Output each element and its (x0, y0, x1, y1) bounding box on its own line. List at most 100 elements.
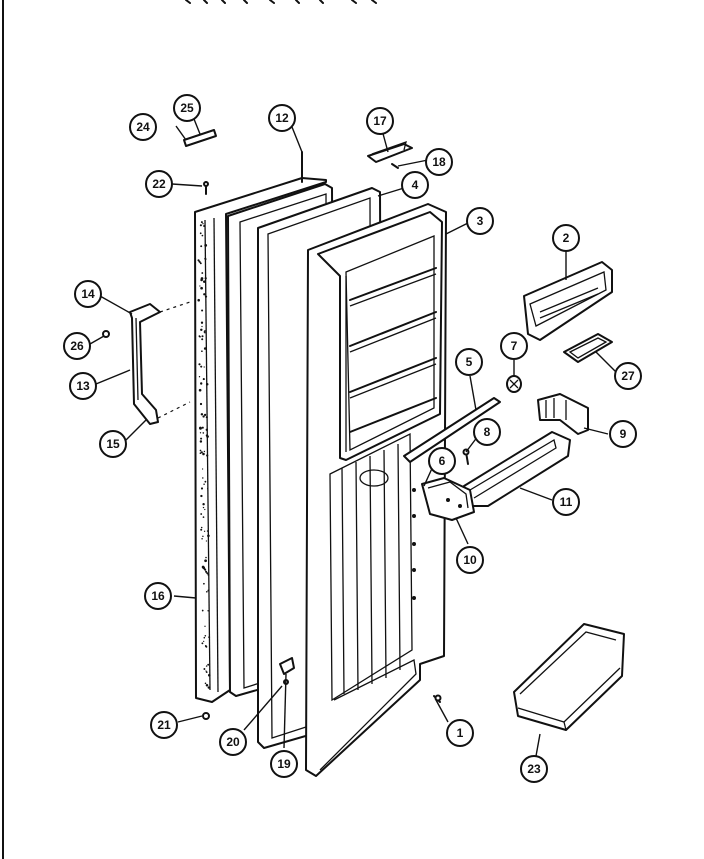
callout-label: 23 (527, 762, 541, 776)
speckle-dot (200, 382, 203, 385)
speckle-dot (199, 285, 201, 287)
speckle-dot (202, 432, 205, 434)
callout-6: 6 (428, 447, 456, 475)
speckle-dot (203, 225, 206, 227)
callout-12: 12 (268, 104, 296, 132)
callout-label: 27 (621, 369, 635, 383)
speckle-dot (205, 570, 208, 573)
speckle-dot (204, 635, 207, 637)
door-stop (279, 657, 295, 675)
callout-label: 26 (70, 339, 84, 353)
speckle-dot (199, 452, 202, 455)
speckle-dot (204, 258, 207, 261)
top-hinge-cover (367, 140, 413, 163)
callout-9: 9 (609, 420, 637, 448)
speckle-dot (207, 589, 210, 592)
callout-27: 27 (614, 362, 642, 390)
speckle-dot (203, 280, 206, 283)
callout-label: 25 (180, 101, 194, 115)
door-handle (129, 301, 191, 425)
speckle-dot (203, 450, 206, 453)
trim-strip (183, 129, 217, 147)
speckle-dot (200, 526, 203, 529)
speckle-dot (204, 332, 206, 334)
speckle-dot (200, 413, 204, 416)
callout-15: 15 (99, 430, 127, 458)
speckle-dot (201, 538, 203, 540)
callout-4: 4 (401, 171, 429, 199)
speckle-dot (208, 636, 211, 639)
speckle-dot (206, 572, 209, 575)
callout-2: 2 (552, 224, 580, 252)
speckle-dot (200, 278, 203, 282)
speckle-dot (202, 535, 204, 538)
callout-19: 19 (270, 750, 298, 778)
callout-label: 4 (412, 178, 419, 192)
callout-label: 3 (477, 214, 484, 228)
callout-label: 20 (226, 735, 240, 749)
speckle-dot (205, 428, 208, 431)
speckle-dot (206, 530, 209, 532)
door-inner-liner (305, 203, 447, 777)
speckle-dot (198, 363, 201, 366)
speckle-dot (205, 645, 208, 648)
speckle-dot (206, 454, 209, 457)
speckle-dot (198, 388, 202, 392)
callout-label: 13 (76, 379, 90, 393)
speckle-dot (203, 582, 205, 585)
callout-label: 9 (620, 427, 627, 441)
speckle-dot (202, 477, 204, 479)
speckle-dot (201, 272, 204, 274)
callout-7: 7 (500, 332, 528, 360)
speckle-dot (201, 309, 204, 312)
speckle-dot (203, 530, 206, 532)
speckle-dot (204, 568, 207, 571)
speckle-dot (205, 671, 208, 673)
speckle-dot (202, 452, 205, 456)
speckle-dot (205, 383, 209, 386)
callout-14: 14 (74, 280, 102, 308)
hinge-bracket (421, 477, 475, 521)
speckle-dot (204, 480, 207, 483)
speckle-dot (200, 437, 203, 440)
handle-screw (102, 330, 110, 338)
speckle-dot (201, 335, 204, 338)
speckle-dot (203, 293, 206, 296)
callout-1: 1 (446, 719, 474, 747)
callout-label: 10 (463, 553, 477, 567)
speckle-dot (200, 451, 203, 454)
callout-11: 11 (552, 488, 580, 516)
speckle-dot (206, 488, 209, 490)
speckle-dot (205, 670, 207, 672)
speckle-dot (203, 636, 206, 639)
speckle-dot (206, 435, 209, 438)
speckle-dot (204, 330, 206, 332)
speckle-dot (204, 508, 206, 511)
speckle-dot (201, 350, 203, 353)
crisper-bin (513, 623, 625, 731)
control-panel (523, 261, 613, 341)
callout-16: 16 (144, 582, 172, 610)
callout-label: 16 (151, 589, 165, 603)
door-gasket-outer (194, 177, 327, 703)
speckle-dot (204, 559, 207, 563)
speckle-dot (200, 221, 203, 224)
callout-13: 13 (69, 372, 97, 400)
speckle-dot (205, 540, 208, 542)
speckle-dot (200, 286, 203, 290)
speckle-dot (202, 415, 205, 418)
callout-3: 3 (466, 207, 494, 235)
speckle-dot (199, 262, 202, 265)
speckle-dot (204, 295, 208, 298)
callout-18: 18 (425, 148, 453, 176)
small-tray (563, 333, 613, 363)
shelf-rail (403, 397, 501, 463)
leader-lines (89, 113, 619, 757)
speckle-dot (207, 686, 210, 689)
callout-label: 14 (81, 287, 95, 301)
speckle-dot (201, 426, 204, 429)
speckle-dot (200, 321, 204, 324)
callout-label: 22 (152, 177, 166, 191)
callout-25: 25 (173, 94, 201, 122)
